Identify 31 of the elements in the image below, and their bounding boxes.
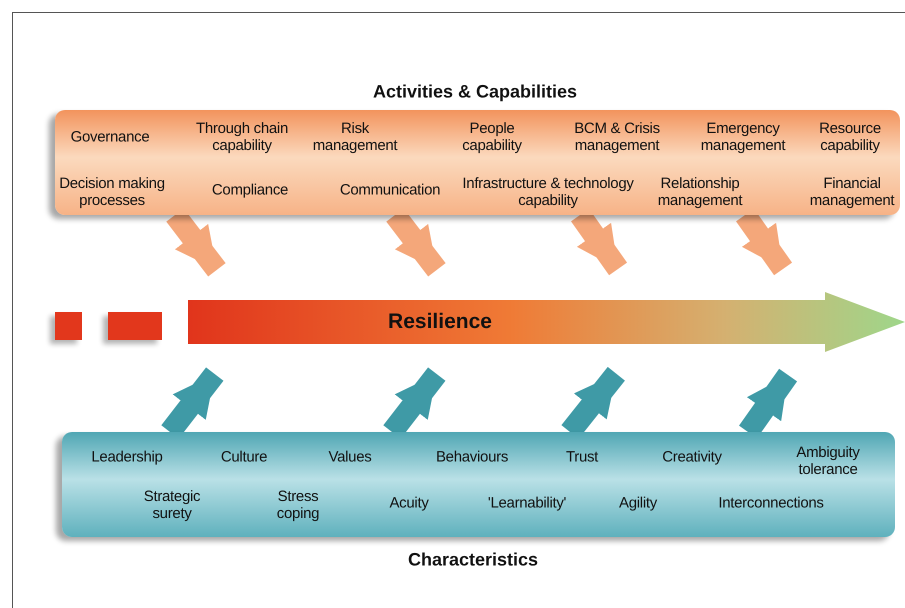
characteristic-label: Behaviours <box>434 448 510 466</box>
characteristic-label: Acuity <box>388 494 430 512</box>
characteristic-label: Stress coping <box>276 488 320 522</box>
capability-label: People capability <box>461 120 523 154</box>
characteristic-label: Creativity <box>661 448 723 466</box>
capability-label: Infrastructure & technology capability <box>461 175 635 209</box>
characteristic-label: Ambiguity tolerance <box>795 444 861 478</box>
capability-label: Emergency management <box>700 120 786 154</box>
band-heading: Activities & Capabilities <box>372 82 578 102</box>
characteristic-label: Trust <box>564 448 600 466</box>
capability-label: Governance <box>70 128 150 146</box>
capability-label: Resource capability <box>818 120 882 154</box>
arrow-label: Resilience <box>388 310 492 334</box>
characteristic-label: Agility <box>618 494 658 512</box>
dash-block <box>55 312 82 340</box>
dash-block <box>108 312 162 340</box>
characteristic-label: Interconnections <box>717 494 825 512</box>
capability-label: Relationship management <box>656 175 744 209</box>
capability-label: Through chain capability <box>195 120 289 154</box>
characteristic-label: 'Learnability' <box>486 494 568 512</box>
capability-label: Communication <box>338 182 442 198</box>
band-heading: Characteristics <box>408 550 538 570</box>
characteristic-label: Leadership <box>90 448 164 466</box>
characteristic-label: Values <box>328 448 372 466</box>
capability-label: Financial management <box>808 175 896 209</box>
capability-label: Risk management <box>312 120 398 154</box>
capability-label: BCM & Crisis management <box>573 120 661 154</box>
characteristic-label: Culture <box>220 448 268 466</box>
capability-label: Decision making processes <box>58 175 166 209</box>
capability-label: Compliance <box>210 182 290 198</box>
characteristic-label: Strategic surety <box>142 488 202 522</box>
